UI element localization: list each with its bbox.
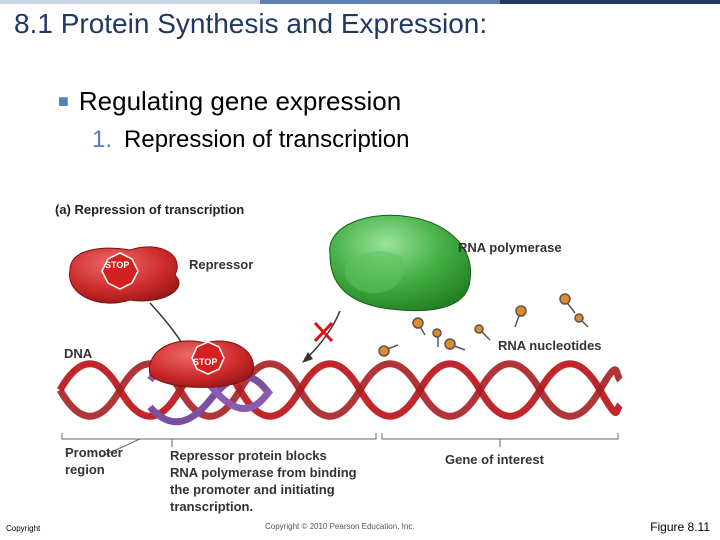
promoter-bracket: [61, 433, 377, 440]
item-number: 1.: [92, 126, 113, 153]
promoter-label: Promoter region: [65, 444, 123, 478]
repression-caption: Repressor protein blocks RNA polymerase …: [170, 447, 357, 515]
caption-line-4: transcription.: [170, 499, 254, 514]
figure-illustration: [56, 214, 623, 458]
dna-strand-red-2: [56, 360, 623, 420]
stop-text-bound: STOP: [193, 357, 218, 367]
item-text: Repression of transcription: [124, 126, 410, 153]
figure-number: Figure 8.11: [650, 520, 710, 534]
caption-line-2: RNA polymerase from binding: [170, 465, 357, 480]
promoter-label-line1: Promoter: [65, 445, 123, 460]
nucleotides-icon: [378, 293, 589, 357]
bullet-item: ■ Regulating gene expression: [58, 86, 401, 117]
gene-of-interest-label: Gene of interest: [445, 452, 544, 467]
gene-bracket: [381, 433, 619, 440]
top-accent-bar: [0, 0, 720, 4]
figure-repression-of-transcription: (a) Repression of transcription STOP Rep…: [40, 195, 630, 525]
copyright-short: Copyright: [6, 524, 41, 533]
caption-line-1: Repressor protein blocks: [170, 448, 327, 463]
rna-nucleotides-label: RNA nucleotides: [498, 338, 602, 353]
caption-line-3: the promoter and initiating: [170, 482, 335, 497]
promoter-label-line2: region: [65, 462, 105, 477]
dna-helix: [56, 360, 623, 426]
stop-text: STOP: [105, 260, 130, 270]
slide-title: 8.1 Protein Synthesis and Expression:: [14, 8, 488, 39]
copyright-notice: Copyright © 2010 Pearson Education, Inc.: [265, 522, 415, 531]
dna-label: DNA: [64, 346, 93, 361]
stop-sign-icon: [101, 252, 139, 290]
panel-title: (a) Repression of transcription: [55, 202, 245, 217]
bullet-square-icon: ■: [58, 91, 69, 111]
blocked-x-icon: [313, 321, 334, 343]
stop-sign-icon-bound: [191, 341, 225, 375]
numbered-item: 1. Repression of transcription: [92, 126, 409, 154]
dna-promoter-purple: [147, 373, 273, 426]
bullet-text: Regulating gene expression: [78, 86, 402, 116]
rna-polymerase-label: RNA polymerase: [458, 240, 562, 255]
repressor-label: Repressor: [189, 257, 254, 272]
